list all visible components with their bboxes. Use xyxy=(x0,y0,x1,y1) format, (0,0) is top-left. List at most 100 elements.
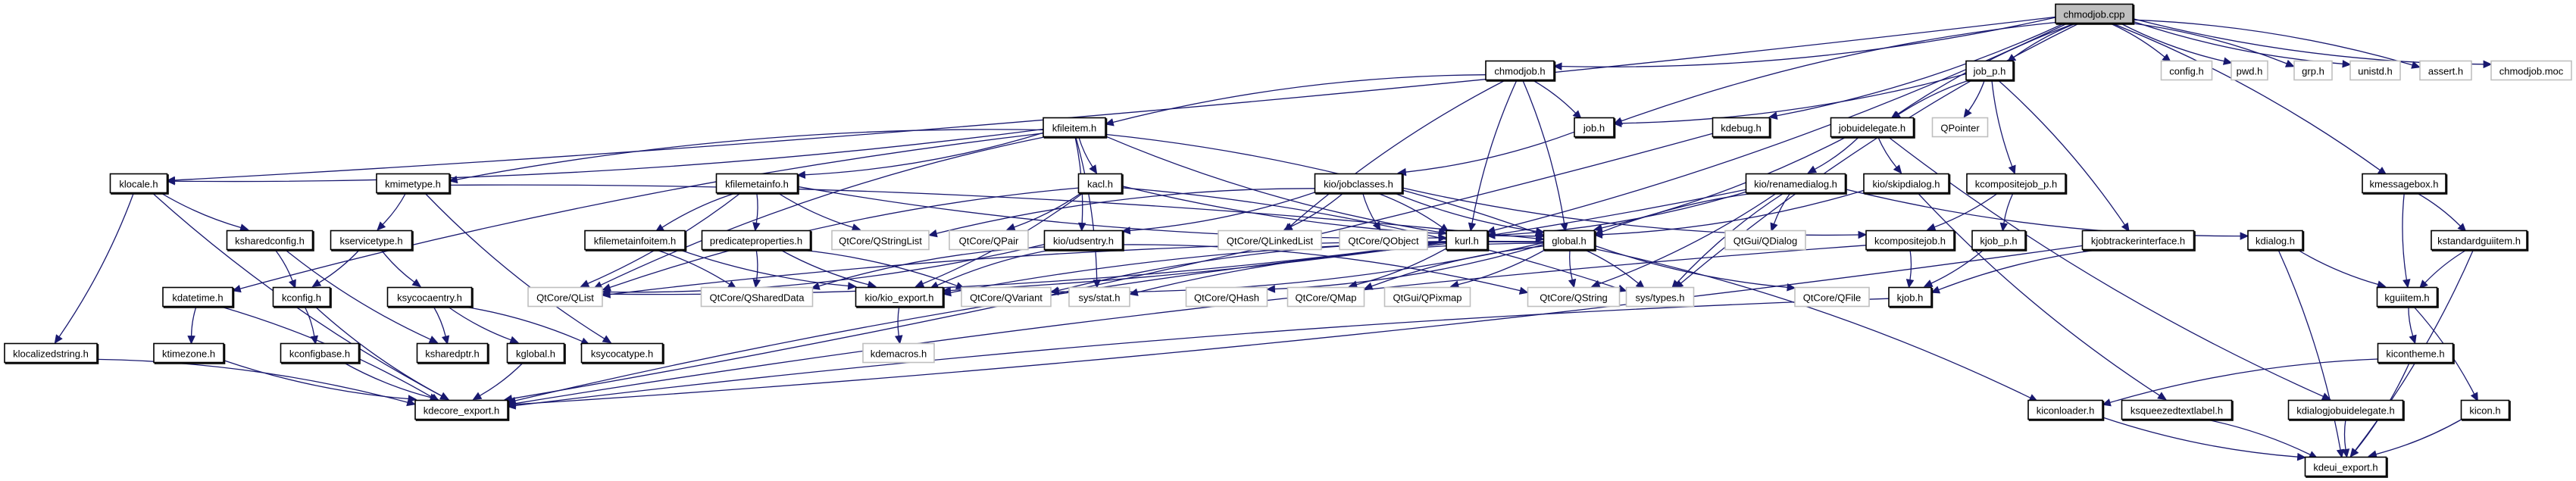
node-label: kacl.h xyxy=(1087,179,1113,190)
edge-jobclasses-h-to-kurl-h xyxy=(1376,192,1443,228)
node-label: kfileitem.h xyxy=(1052,123,1097,134)
node-kacl-h[interactable]: kacl.h xyxy=(1077,173,1124,195)
node-ktimezone-h[interactable]: ktimezone.h xyxy=(153,342,226,364)
node-kcompositejob-p-h[interactable]: kcompositejob_p.h xyxy=(1966,173,2068,195)
node-kio-export-h[interactable]: kio/kio_export.h xyxy=(855,286,945,308)
node-kdialogjobuidelegate-h[interactable]: kdialogjobuidelegate.h xyxy=(2287,399,2405,421)
node-ksqueezedtextlabel-h[interactable]: ksqueezedtextlabel.h xyxy=(2121,399,2234,421)
node-kconfig-h[interactable]: kconfig.h xyxy=(272,286,332,308)
node-kdeui-export-h[interactable]: kdeui_export.h xyxy=(2304,456,2388,478)
node-kdatetime-h[interactable]: kdatetime.h xyxy=(162,286,235,308)
node-box xyxy=(4,342,98,364)
node-QList: QtCore/QList xyxy=(527,286,603,308)
edge-kcompositejob-h-to-kjob-h xyxy=(1909,249,1912,280)
node-ksharedptr-h[interactable]: ksharedptr.h xyxy=(416,342,489,364)
node-kdecore-export-h[interactable]: kdecore_export.h xyxy=(414,399,510,421)
node-job-p-h[interactable]: job_p.h xyxy=(1965,60,2015,82)
edge-global-h-to-QFile xyxy=(1594,245,1788,288)
node-renamedialog-h[interactable]: kio/renamedialog.h xyxy=(1745,173,1847,195)
node-kcompositejob-h[interactable]: kcompositejob.h xyxy=(1865,230,1956,251)
node-box xyxy=(2081,230,2195,251)
node-kjobtrackerinterface-h[interactable]: kjobtrackerinterface.h xyxy=(2081,230,2196,251)
arrowhead-icon xyxy=(1923,280,1934,287)
arrowhead-icon xyxy=(851,223,861,232)
node-kdebug-h[interactable]: kdebug.h xyxy=(1712,117,1771,139)
node-box xyxy=(1339,230,1428,251)
node-grp-h: grp.h xyxy=(2293,60,2333,81)
arrowhead-icon xyxy=(187,336,195,345)
edge-kguiitem-h-to-kicontheme-h xyxy=(2408,306,2414,336)
node-kjob-h[interactable]: kjob.h xyxy=(1888,286,1934,308)
node-label: kfilemetainfo.h xyxy=(725,179,789,190)
node-kglobal-h[interactable]: kglobal.h xyxy=(506,342,566,364)
node-box xyxy=(1745,173,1846,194)
arrowhead-icon xyxy=(166,176,176,186)
node-box xyxy=(416,342,489,364)
node-sys-types-h: sys/types.h xyxy=(1625,286,1695,308)
node-label: chmodjob.moc xyxy=(2499,66,2564,77)
node-ksharedconfig-h[interactable]: ksharedconfig.h xyxy=(226,230,314,251)
node-global-h[interactable]: global.h xyxy=(1543,230,1596,251)
node-label: kdeui_export.h xyxy=(2313,462,2377,473)
node-box xyxy=(2055,3,2134,24)
arrowhead-icon xyxy=(1050,286,1060,295)
node-klocalizedstring-h[interactable]: klocalizedstring.h xyxy=(4,342,99,364)
node-label: QtCore/QHash xyxy=(1194,292,1259,304)
arrowhead-icon xyxy=(2240,232,2249,240)
node-label: kmimetype.h xyxy=(385,179,441,190)
node-ksycocatype-h[interactable]: ksycocatype.h xyxy=(580,342,664,364)
node-kconfigbase-h[interactable]: kconfigbase.h xyxy=(280,342,361,364)
arrowhead-icon xyxy=(2222,57,2233,65)
node-kguiitem-h[interactable]: kguiitem.h xyxy=(2376,286,2439,308)
edge-predicateproperties-h-to-QVariant xyxy=(797,248,958,286)
edge-kdialogjobuidelegate-h-to-kdeui-export-h xyxy=(2343,419,2346,450)
node-jobclasses-h[interactable]: kio/jobclasses.h xyxy=(1314,173,1404,195)
edge-job-p-h-to-kcompositejob-p-h xyxy=(1991,80,2013,167)
node-job-h[interactable]: job.h xyxy=(1574,117,1616,139)
edge-chmodjob-cpp-to-kmessagebox-h xyxy=(2111,22,2381,171)
node-predicateproperties-h[interactable]: predicateproperties.h xyxy=(701,230,812,251)
node-kservicetype-h[interactable]: kservicetype.h xyxy=(330,230,414,251)
arrowhead-icon xyxy=(1770,222,1778,233)
node-kmimetype-h[interactable]: kmimetype.h xyxy=(376,173,452,195)
node-box xyxy=(1043,230,1124,251)
arrowhead-icon xyxy=(311,279,322,288)
node-box xyxy=(2287,399,2404,420)
node-kjob-p-h[interactable]: kjob_p.h xyxy=(1971,230,2027,251)
edge-kfileitem-h-to-kacl-h xyxy=(1078,136,1093,167)
arrowhead-icon xyxy=(1768,111,1778,120)
node-QPair: QtCore/QPair xyxy=(949,230,1029,251)
node-kurl-h[interactable]: kurl.h xyxy=(1446,230,1490,251)
node-chmodjob-cpp[interactable]: chmodjob.cpp xyxy=(2055,3,2135,25)
edge-kfileitem-h-to-QList xyxy=(600,136,1046,286)
node-kicon-h[interactable]: kicon.h xyxy=(2460,399,2511,421)
node-klocale-h[interactable]: klocale.h xyxy=(109,173,169,195)
node-box xyxy=(1931,117,1989,138)
edge-kurl-h-to-kdecore-export-h xyxy=(514,242,1447,401)
node-box xyxy=(386,286,473,308)
node-box xyxy=(162,286,233,308)
node-kfileitem-h[interactable]: kfileitem.h xyxy=(1043,117,1108,139)
node-kdialog-h[interactable]: kdialog.h xyxy=(2247,230,2305,251)
edge-klocalizedstring-h-to-kdecore-export-h xyxy=(96,358,408,403)
node-skipdialog-h[interactable]: kio/skipdialog.h xyxy=(1863,173,1951,195)
node-kicontheme-h[interactable]: kicontheme.h xyxy=(2377,342,2455,364)
node-udsentry-h[interactable]: kio/udsentry.h xyxy=(1043,230,1124,251)
node-chmodjob-h[interactable]: chmodjob.h xyxy=(1485,60,1556,82)
edge-chmodjob-cpp-to-config-h xyxy=(2109,22,2165,58)
node-QStringList: QtCore/QStringList xyxy=(831,230,930,251)
node-kiconloader-h[interactable]: kiconloader.h xyxy=(2027,399,2105,421)
arrowhead-icon xyxy=(1283,223,1293,230)
edge-renamedialog-h-to-QDialog xyxy=(1773,192,1791,224)
node-sys-stat-h: sys/stat.h xyxy=(1068,286,1130,308)
node-kstandardguiitem-h[interactable]: kstandardguiitem.h xyxy=(2431,230,2529,251)
arrowhead-icon xyxy=(2457,223,2467,233)
node-ksycocaentry-h[interactable]: ksycocaentry.h xyxy=(386,286,474,308)
node-jobuidelegate-h[interactable]: jobuidelegate.h xyxy=(1830,117,1915,139)
arrowhead-icon xyxy=(439,392,450,400)
node-kmessagebox-h[interactable]: kmessagebox.h xyxy=(2362,173,2448,195)
node-kfilemetainfo-h[interactable]: kfilemetainfo.h xyxy=(715,173,799,195)
edge-kdebug-h-to-kdecore-export-h xyxy=(511,133,1713,399)
node-kfilemetainfoitem-h[interactable]: kfilemetainfoitem.h xyxy=(584,230,687,251)
arrowhead-icon xyxy=(1005,223,1016,231)
